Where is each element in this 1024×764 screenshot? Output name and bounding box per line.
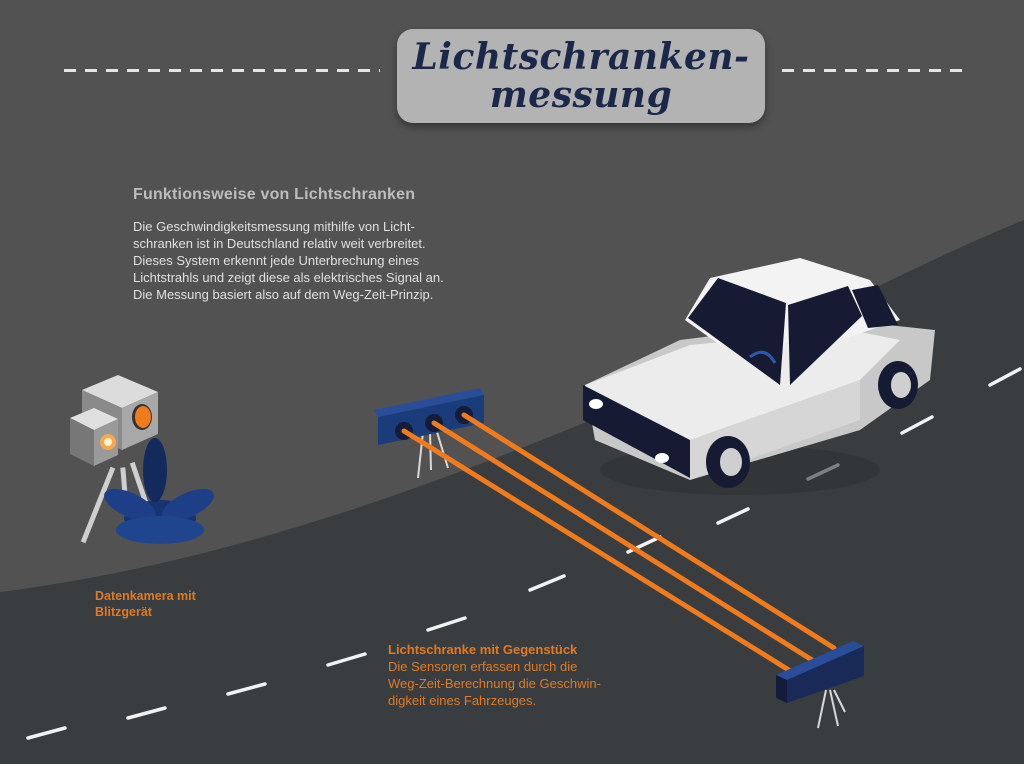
light-barrier-label-title: Lichtschranke mit Gegenstück bbox=[388, 642, 578, 657]
intro-body: Die Geschwindigkeitsmessung mithilfe von… bbox=[133, 219, 444, 302]
camera-label: Datenkamera mit Blitzgerät bbox=[95, 589, 196, 619]
light-beams bbox=[401, 412, 837, 675]
decorative-dash-rule-right bbox=[782, 69, 962, 72]
car-icon bbox=[583, 258, 935, 495]
intro-heading: Funktionsweise von Lichtschranken bbox=[133, 186, 416, 203]
page-title-line2: messung bbox=[489, 74, 673, 116]
light-barrier-label: Lichtschranke mit Gegenstück Die Sensore… bbox=[388, 641, 601, 709]
light-barrier-label-body: Die Sensoren erfassen durch die Weg-Zeit… bbox=[388, 659, 601, 708]
bush-icon bbox=[104, 438, 214, 544]
page-title-line1: Lichtschranken- bbox=[412, 36, 750, 78]
light-barrier-sender-icon bbox=[374, 388, 484, 479]
light-barrier-receiver-icon bbox=[776, 641, 864, 729]
title-banner: Lichtschranken- messung bbox=[397, 29, 765, 123]
decorative-dash-rule-left bbox=[64, 69, 380, 72]
intro-section: Funktionsweise von Lichtschranken Die Ge… bbox=[133, 186, 513, 303]
